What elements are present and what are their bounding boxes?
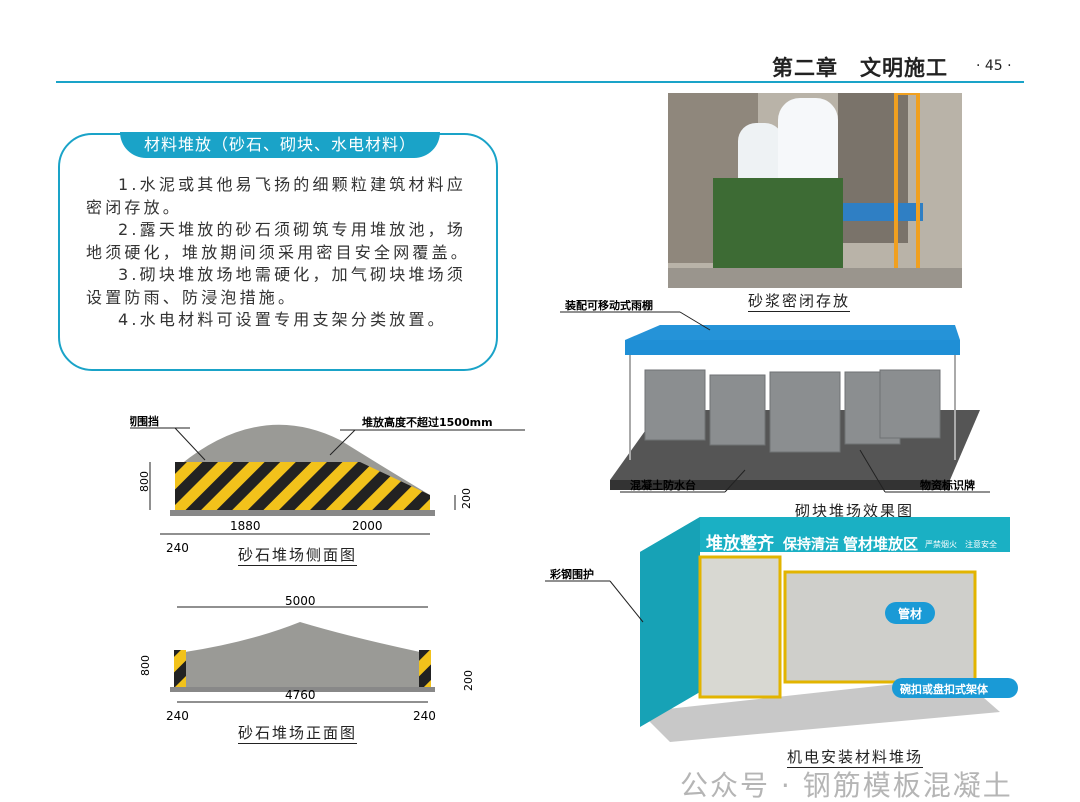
dim-edge-left: 240 bbox=[166, 709, 189, 722]
dim-inner: 4760 bbox=[285, 688, 316, 702]
banner-1: 堆放整齐 bbox=[706, 533, 775, 554]
pipe-yard-caption: 机电安装材料堆场 bbox=[787, 748, 924, 768]
text-box-title: 材料堆放（砂石、砌块、水电材料） bbox=[120, 132, 440, 158]
photo-caption: 砂浆密闭存放 bbox=[748, 292, 851, 312]
list-item: 4.水电材料可设置专用支架分类放置。 bbox=[118, 310, 447, 329]
dim-height: 800 bbox=[138, 471, 151, 492]
brick-wall-right bbox=[419, 650, 431, 687]
banner-4: 严禁烟火 注意安全 bbox=[925, 539, 997, 549]
list-item: 2.露天堆放的砂石须砌筑专用堆放池，场地须硬化，堆放期间须采用密目安全网覆盖。 bbox=[86, 220, 471, 262]
list-item: 1.水泥或其他易飞扬的细颗粒建筑材料应密闭存放。 bbox=[86, 175, 467, 217]
label-wall: 砖砌围挡 bbox=[130, 414, 159, 428]
label-sign: 物资标识牌 bbox=[920, 478, 975, 492]
banner-2: 保持清洁 bbox=[782, 536, 839, 553]
banner-3: 管材堆放区 bbox=[843, 535, 918, 553]
brick-wall-left bbox=[174, 650, 186, 687]
sand-yard-side-diagram: 砖砌围挡 堆放高度不超过1500mm 800 200 1880 2000 240 bbox=[130, 414, 525, 555]
dim-right: 2000 bbox=[352, 519, 383, 533]
ground-slab bbox=[170, 510, 435, 516]
sand-pile bbox=[185, 622, 420, 687]
text-box-body: 1.水泥或其他易飞扬的细颗粒建筑材料应密闭存放。 2.露天堆放的砂石须砌筑专用堆… bbox=[86, 174, 478, 332]
label-tent: 装配可移动式雨棚 bbox=[564, 300, 653, 312]
list-item: 3.砌块堆放场地需硬化，加气砌块堆场须设置防雨、防浸泡措施。 bbox=[86, 265, 467, 307]
dim-height: 800 bbox=[139, 655, 152, 676]
label-base: 混凝土防水台 bbox=[630, 478, 696, 492]
label-pipe: 管材 bbox=[898, 606, 922, 621]
sand-yard-front-diagram: 5000 4760 800 200 240 240 bbox=[139, 594, 475, 722]
dim-total: 5000 bbox=[285, 594, 316, 608]
pipe-yard-diagram: 堆放整齐 保持清洁 管材堆放区 严禁烟火 注意安全 管材 碗扣或盘扣式架体 彩钢… bbox=[545, 517, 1018, 742]
chapter-title: 第二章 文明施工 bbox=[772, 56, 948, 80]
header-rule bbox=[56, 81, 1024, 83]
page-number: · 45 · bbox=[976, 58, 1012, 74]
dim-edge: 240 bbox=[166, 541, 189, 555]
front-view-caption: 砂石堆场正面图 bbox=[238, 724, 358, 744]
watermark: 公众号 · 钢筋模板混凝土 bbox=[680, 769, 1013, 802]
mortar-storage-photo bbox=[668, 93, 962, 288]
side-view-caption: 砂石堆场侧面图 bbox=[238, 546, 358, 566]
dim-left: 1880 bbox=[230, 519, 261, 533]
block-yard-diagram: 装配可移动式雨棚 混凝土防水台 物资标识牌 bbox=[560, 300, 990, 493]
dim-edge-right: 240 bbox=[413, 709, 436, 722]
dim-low: 200 bbox=[462, 670, 475, 691]
label-height: 堆放高度不超过1500mm bbox=[362, 415, 493, 429]
dim-low: 200 bbox=[460, 488, 473, 509]
brick-wall bbox=[175, 462, 430, 510]
label-fence: 彩钢围护 bbox=[549, 567, 594, 581]
label-rack: 碗扣或盘扣式架体 bbox=[900, 682, 989, 696]
